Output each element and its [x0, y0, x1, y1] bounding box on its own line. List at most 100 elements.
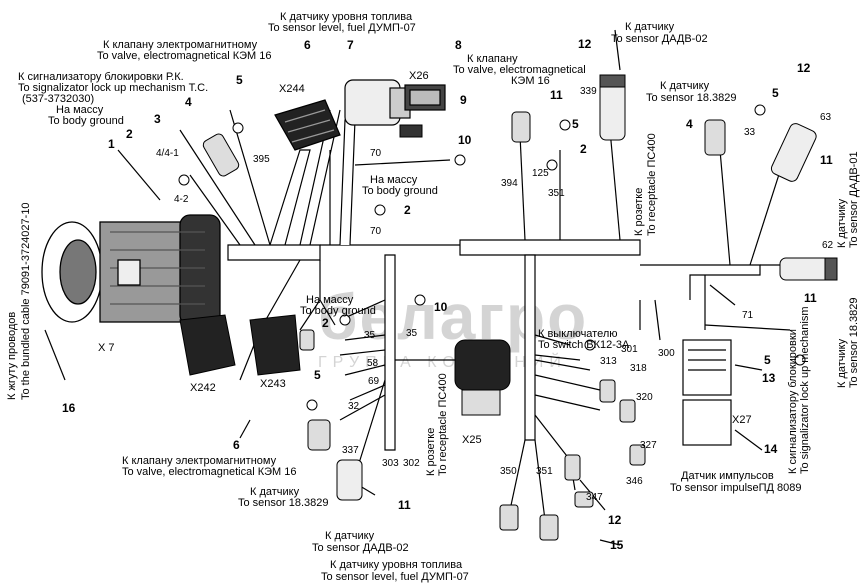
ring-313 [584, 339, 596, 351]
wire-318: 318 [630, 363, 647, 374]
wire-32: 32 [348, 401, 360, 412]
callout-5-relay: 5 [764, 353, 771, 367]
callout-11-right: 11 [820, 153, 833, 167]
valve-4-left [202, 133, 240, 177]
plug-320 [619, 399, 636, 423]
bundle-label-ru: К жгуту проводов [6, 311, 18, 400]
callout-15: 15 [610, 538, 624, 552]
callout-3: 3 [154, 112, 161, 126]
valve-5 [299, 329, 315, 351]
trunk-center [384, 254, 396, 451]
callout-2-right: 2 [580, 142, 587, 156]
sensor-11-top [599, 74, 626, 141]
signal-code: (537-3732030) [22, 93, 95, 105]
switch-label-ru: К выключателю [538, 328, 618, 340]
sensor-32 [307, 419, 331, 451]
callout-11-top: 11 [550, 88, 563, 102]
ring-3 [178, 174, 190, 186]
wire-35-mid: 35 [406, 328, 418, 339]
valve-bottom-label-ru: К клапану электромагнитному [122, 455, 277, 467]
sig-right-label-en: To signalizator lock up mechanism [799, 306, 811, 474]
wire-300: 300 [658, 348, 675, 359]
wire-4-2: 4-2 [174, 194, 189, 205]
valve-right-top [511, 111, 531, 143]
ring-5-left [232, 122, 244, 134]
relay-14 [682, 399, 732, 446]
sensor-11-side [779, 257, 838, 281]
fuel-top-label-en: To sensor level, fuel ДУМП-07 [268, 22, 416, 34]
callout-13: 13 [762, 371, 776, 385]
trunk-right [640, 264, 761, 300]
connector-x244-label: X244 [279, 83, 305, 95]
dadv-right-label-en: To sensor ДАДВ-01 [848, 151, 860, 248]
ring-2-right [546, 159, 558, 171]
ring-5-mid [559, 119, 571, 131]
wire-69: 69 [368, 376, 380, 387]
connector-x243-label: X243 [260, 378, 286, 390]
plug-347 [574, 491, 594, 508]
valve-right-label-ru: К клапану [467, 53, 518, 65]
valve16-label-en: To valve, electromagnetical КЭМ 16 [97, 50, 272, 62]
plug-15a [499, 504, 519, 531]
fuel-bottom-label-ru: К датчику уровня топлива [330, 559, 463, 571]
connector-x27-label: X27 [732, 414, 752, 426]
ps400-top-label-ru: К розетке [633, 187, 645, 236]
connector-x26-label: X26 [409, 70, 429, 82]
valve-right-label-en: To valve, electromagnetical [453, 64, 586, 76]
wire-351-top: 351 [548, 188, 565, 199]
wire-302: 302 [403, 458, 420, 469]
callout-11-bottom: 11 [398, 498, 411, 512]
wire-313: 313 [600, 356, 617, 367]
wire-320: 320 [636, 392, 653, 403]
fuel-sensor-7 [344, 79, 411, 126]
wire-33: 33 [744, 127, 756, 138]
trunk-center-right [524, 254, 536, 441]
s3829-bottom-label-ru: К датчику [250, 486, 300, 498]
wire-346: 346 [626, 476, 643, 487]
wire-301: 301 [621, 344, 638, 355]
callout-8: 8 [455, 38, 462, 52]
ps400-mid-label-ru: К розетке [425, 427, 437, 476]
wire-62: 62 [822, 240, 834, 251]
callout-2-mid: 2 [404, 203, 411, 217]
ground-label-en: To body ground [48, 115, 124, 127]
connector-x242-label: X242 [190, 382, 216, 394]
wire-35-left: 35 [364, 330, 376, 341]
ground-mid-label-ru: На массу [370, 174, 418, 186]
s3829-top-label-ru: К датчику [660, 80, 710, 92]
fuel-bottom-label-en: To sensor level, fuel ДУМП-07 [321, 571, 469, 583]
wire-71: 71 [742, 310, 754, 321]
callout-12-bottom: 12 [608, 513, 622, 527]
impulse-label-en: To sensor impulseПД 8089 [670, 482, 802, 494]
connector-x25 [454, 339, 511, 416]
dadv-top-label-ru: К датчику [625, 21, 675, 33]
callout-4-right: 4 [686, 117, 693, 131]
ring-10-mid [414, 294, 426, 306]
sensor-11-right [770, 123, 817, 182]
relay-13 [682, 339, 732, 396]
fuel-top-label-ru: К датчику уровня топлива [280, 11, 413, 23]
callout-4-left: 4 [185, 95, 192, 109]
callout-5-lower: 5 [314, 368, 321, 382]
s3829-right-label-en: To sensor 18.3829 [848, 297, 860, 388]
s3829-right-label-ru: К датчику [836, 338, 848, 388]
wire-4-4-1: 4/4-1 [156, 148, 179, 159]
trunk-mid [459, 239, 641, 256]
valve16-label-ru: К клапану электромагнитному [103, 39, 258, 51]
ps400-top-label-en: To receptacle ПС400 [646, 133, 658, 236]
impulse-label-ru: Датчик импульсов [681, 470, 774, 482]
dadv-bottom-label-ru: К датчику [325, 530, 375, 542]
callout-9: 9 [460, 93, 467, 107]
wire-339: 339 [580, 86, 597, 97]
plug-12a [599, 379, 616, 403]
plug-15b [539, 514, 559, 541]
callout-10-top: 10 [458, 133, 472, 147]
wire-327: 327 [640, 440, 657, 451]
connector-x242 [179, 314, 236, 376]
callout-7: 7 [347, 38, 354, 52]
wire-58: 58 [367, 358, 379, 369]
dadv-top-label-en: To sensor ДАДВ-02 [611, 33, 708, 45]
callout-5-left: 5 [236, 73, 243, 87]
ring-5-relay [794, 354, 806, 366]
